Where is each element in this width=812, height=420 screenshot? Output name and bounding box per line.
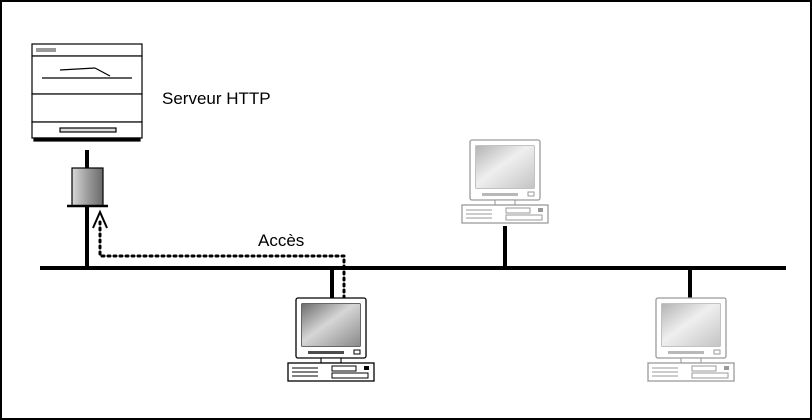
access-arrow-icon — [92, 209, 108, 229]
computer-3-icon — [647, 297, 735, 382]
printer-server-icon — [31, 43, 143, 142]
computer-2-icon — [461, 139, 549, 224]
client-computer-icon — [287, 297, 375, 382]
access-path — [92, 209, 346, 300]
network-interface-icon — [67, 167, 108, 208]
server-label: Serveur HTTP — [162, 89, 271, 108]
access-label: Accès — [258, 231, 304, 250]
